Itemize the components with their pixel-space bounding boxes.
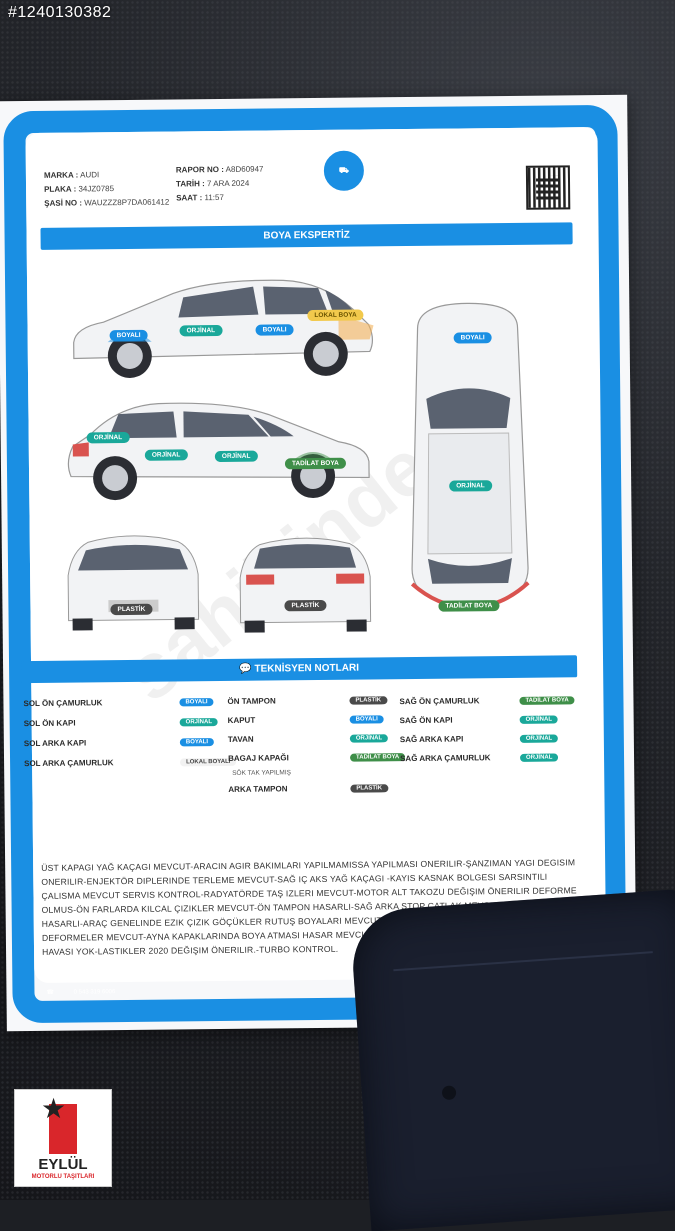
notes-status-badge: ORJİNAL (519, 734, 559, 743)
notes-status-badge: PLASTİK (350, 784, 389, 793)
sasi-row: ŞASİ NO : WAUZZZ8P7DA061412 (44, 197, 170, 208)
jacket-button (441, 1085, 457, 1101)
badge-sag-arka-camurluk: ORJİNAL (86, 431, 130, 444)
badge-kaput: BOYALI (453, 332, 492, 344)
rapor-row: RAPOR NO : A8D60947 (175, 164, 264, 175)
notes-status-badge: TADİLAT BOYA (349, 753, 406, 762)
listing-id: #1240130382 (8, 4, 112, 21)
badge-tavan: ORJİNAL (449, 480, 492, 492)
badge-sag-on-kapi: ORJİNAL (214, 450, 258, 463)
badge-sag-on-camurluk: TADİLAT BOYA (284, 457, 346, 470)
car-rear-view (230, 521, 381, 633)
notes-status-badge: ORJİNAL (179, 718, 219, 727)
qr-code (525, 165, 571, 210)
dealer-logo: ★ EYLÜL MOTORLU TAŞITLARI (14, 1089, 112, 1187)
notes-status-badge: BOYALI (179, 698, 214, 707)
badge-arka-tampon: PLASTİK (284, 599, 327, 612)
notes-status-badge: ORJİNAL (349, 734, 389, 743)
badge-sol-on-camurluk: BOYALI (109, 329, 148, 342)
notes-label: ÖN TAMPON (227, 696, 276, 706)
marka-row: MARKA : AUDI (43, 170, 100, 180)
logo-e-shape (49, 1104, 77, 1154)
notes-label: SAĞ ARKA KAPI (399, 734, 464, 745)
notes-status-badge: ORJİNAL (519, 715, 559, 724)
report-body: ⛟ MARKA : AUDI PLAKA : 34JZ0785 ŞASİ NO … (21, 127, 607, 983)
notes-label: SOL ÖN ÇAMURLUK (23, 698, 103, 709)
notes-status-badge: PLASTİK (349, 696, 388, 705)
notes-label: SOL ARKA ÇAMURLUK (24, 758, 114, 769)
teknisyen-notlari-band: 💬 TEKNİSYEN NOTLARI (21, 655, 578, 684)
notes-label: SOL ÖN KAPI (23, 718, 76, 729)
notes-status-badge: TADİLAT BOYA (519, 696, 575, 705)
bagaj-sub-note: SÖK TAK YAPILMIŞ (232, 769, 291, 777)
company-logo: ⛟ (320, 147, 368, 194)
badge-sol-on-kapi: ORJİNAL (179, 324, 223, 337)
badge-on-tampon: PLASTİK (110, 603, 153, 616)
badge-bagaj-kapagi: TADİLAT BOYA (438, 600, 500, 612)
car-front-view (58, 519, 209, 631)
notes-label: BAGAJ KAPAĞI (227, 753, 289, 763)
badge-sol-arka-kapi: BOYALI (255, 324, 294, 336)
badge-sag-arka-kapi: ORJİNAL (144, 449, 188, 461)
dealer-subtitle: MOTORLU TAŞITLARI (31, 1174, 95, 1180)
jacket-seam (393, 951, 653, 972)
notes-status-badge: BOYALI (349, 715, 384, 724)
boya-ekspertiz-band: BOYA EKSPERTİZ (40, 222, 573, 250)
dealer-name: EYLÜL (38, 1156, 88, 1173)
badge-sol-arka-camurluk: LOKAL BOYA (307, 309, 364, 322)
notes-label: SAĞ ÖN ÇAMURLUK (399, 696, 480, 707)
tarih-row: TARİH : 7 ARA 2024 (175, 178, 250, 189)
notes-label: KAPUT (227, 715, 256, 725)
notes-label: SAĞ ÖN KAPI (399, 715, 453, 726)
notes-label: SOL ARKA KAPI (23, 738, 87, 749)
plaka-row: PLAKA : 34JZ0785 (44, 184, 115, 194)
expertise-report-paper: ⛟ MARKA : AUDI PLAKA : 34JZ0785 ŞASİ NO … (0, 94, 637, 1032)
notes-label: ARKA TAMPON (228, 784, 288, 794)
jacket-foreground (349, 888, 675, 1231)
car-right-side-view (58, 391, 379, 504)
notes-label: TAVAN (227, 734, 254, 744)
chat-icon: 💬 (239, 663, 252, 675)
notes-status-badge: BOYALI (179, 738, 215, 747)
notes-status-badge: ORJİNAL (520, 753, 559, 762)
star-icon: ★ (41, 1093, 67, 1124)
footer-phone: 0 543 319 6006 (73, 989, 116, 996)
car-top-view (397, 298, 540, 619)
notes-label: SAĞ ARKA ÇAMURLUK (400, 753, 491, 764)
car-left-side-view (63, 269, 384, 382)
saat-row: SAAT : 11:57 (176, 192, 224, 203)
phone-icon: ☎ (46, 989, 55, 996)
